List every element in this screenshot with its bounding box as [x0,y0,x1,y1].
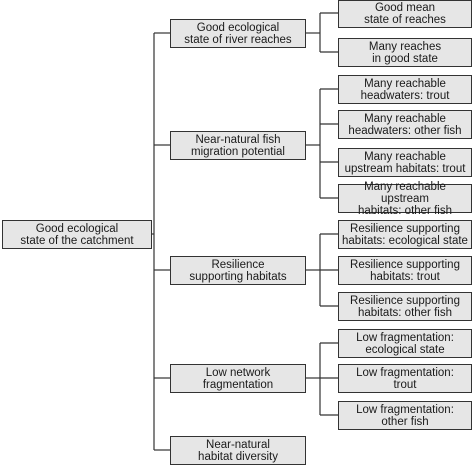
leaf-node: Resilience supporting habitats: other fi… [338,292,472,321]
leaf-node: Low fragmentation: trout [338,364,472,393]
leaf-node: Low fragmentation: ecological state [338,329,472,358]
branch-node-resilience-habitats: Resilience supporting habitats [170,256,306,285]
leaf-node: Many reachable upstream habitats: trout [338,148,472,177]
leaf-node: Many reachable headwaters: trout [338,75,472,104]
leaf-node: Many reachable upstream habitats: other … [338,181,472,217]
leaf-node: Many reaches in good state [338,38,472,67]
branch-node-network-fragmentation: Low network fragmentation [170,364,306,393]
root-node: Good ecological state of the catchment [2,220,152,249]
leaf-node: Good mean state of reaches [338,0,472,28]
leaf-node: Many reachable headwaters: other fish [338,110,472,139]
branch-node-river-reaches: Good ecological state of river reaches [170,19,306,48]
branch-node-fish-migration: Near-natural fish migration potential [170,131,306,160]
leaf-node: Resilience supporting habitats: ecologic… [338,220,472,249]
leaf-node: Resilience supporting habitats: trout [338,256,472,285]
leaf-node: Low fragmentation: other fish [338,401,472,430]
branch-node-habitat-diversity: Near-natural habitat diversity [170,436,306,465]
